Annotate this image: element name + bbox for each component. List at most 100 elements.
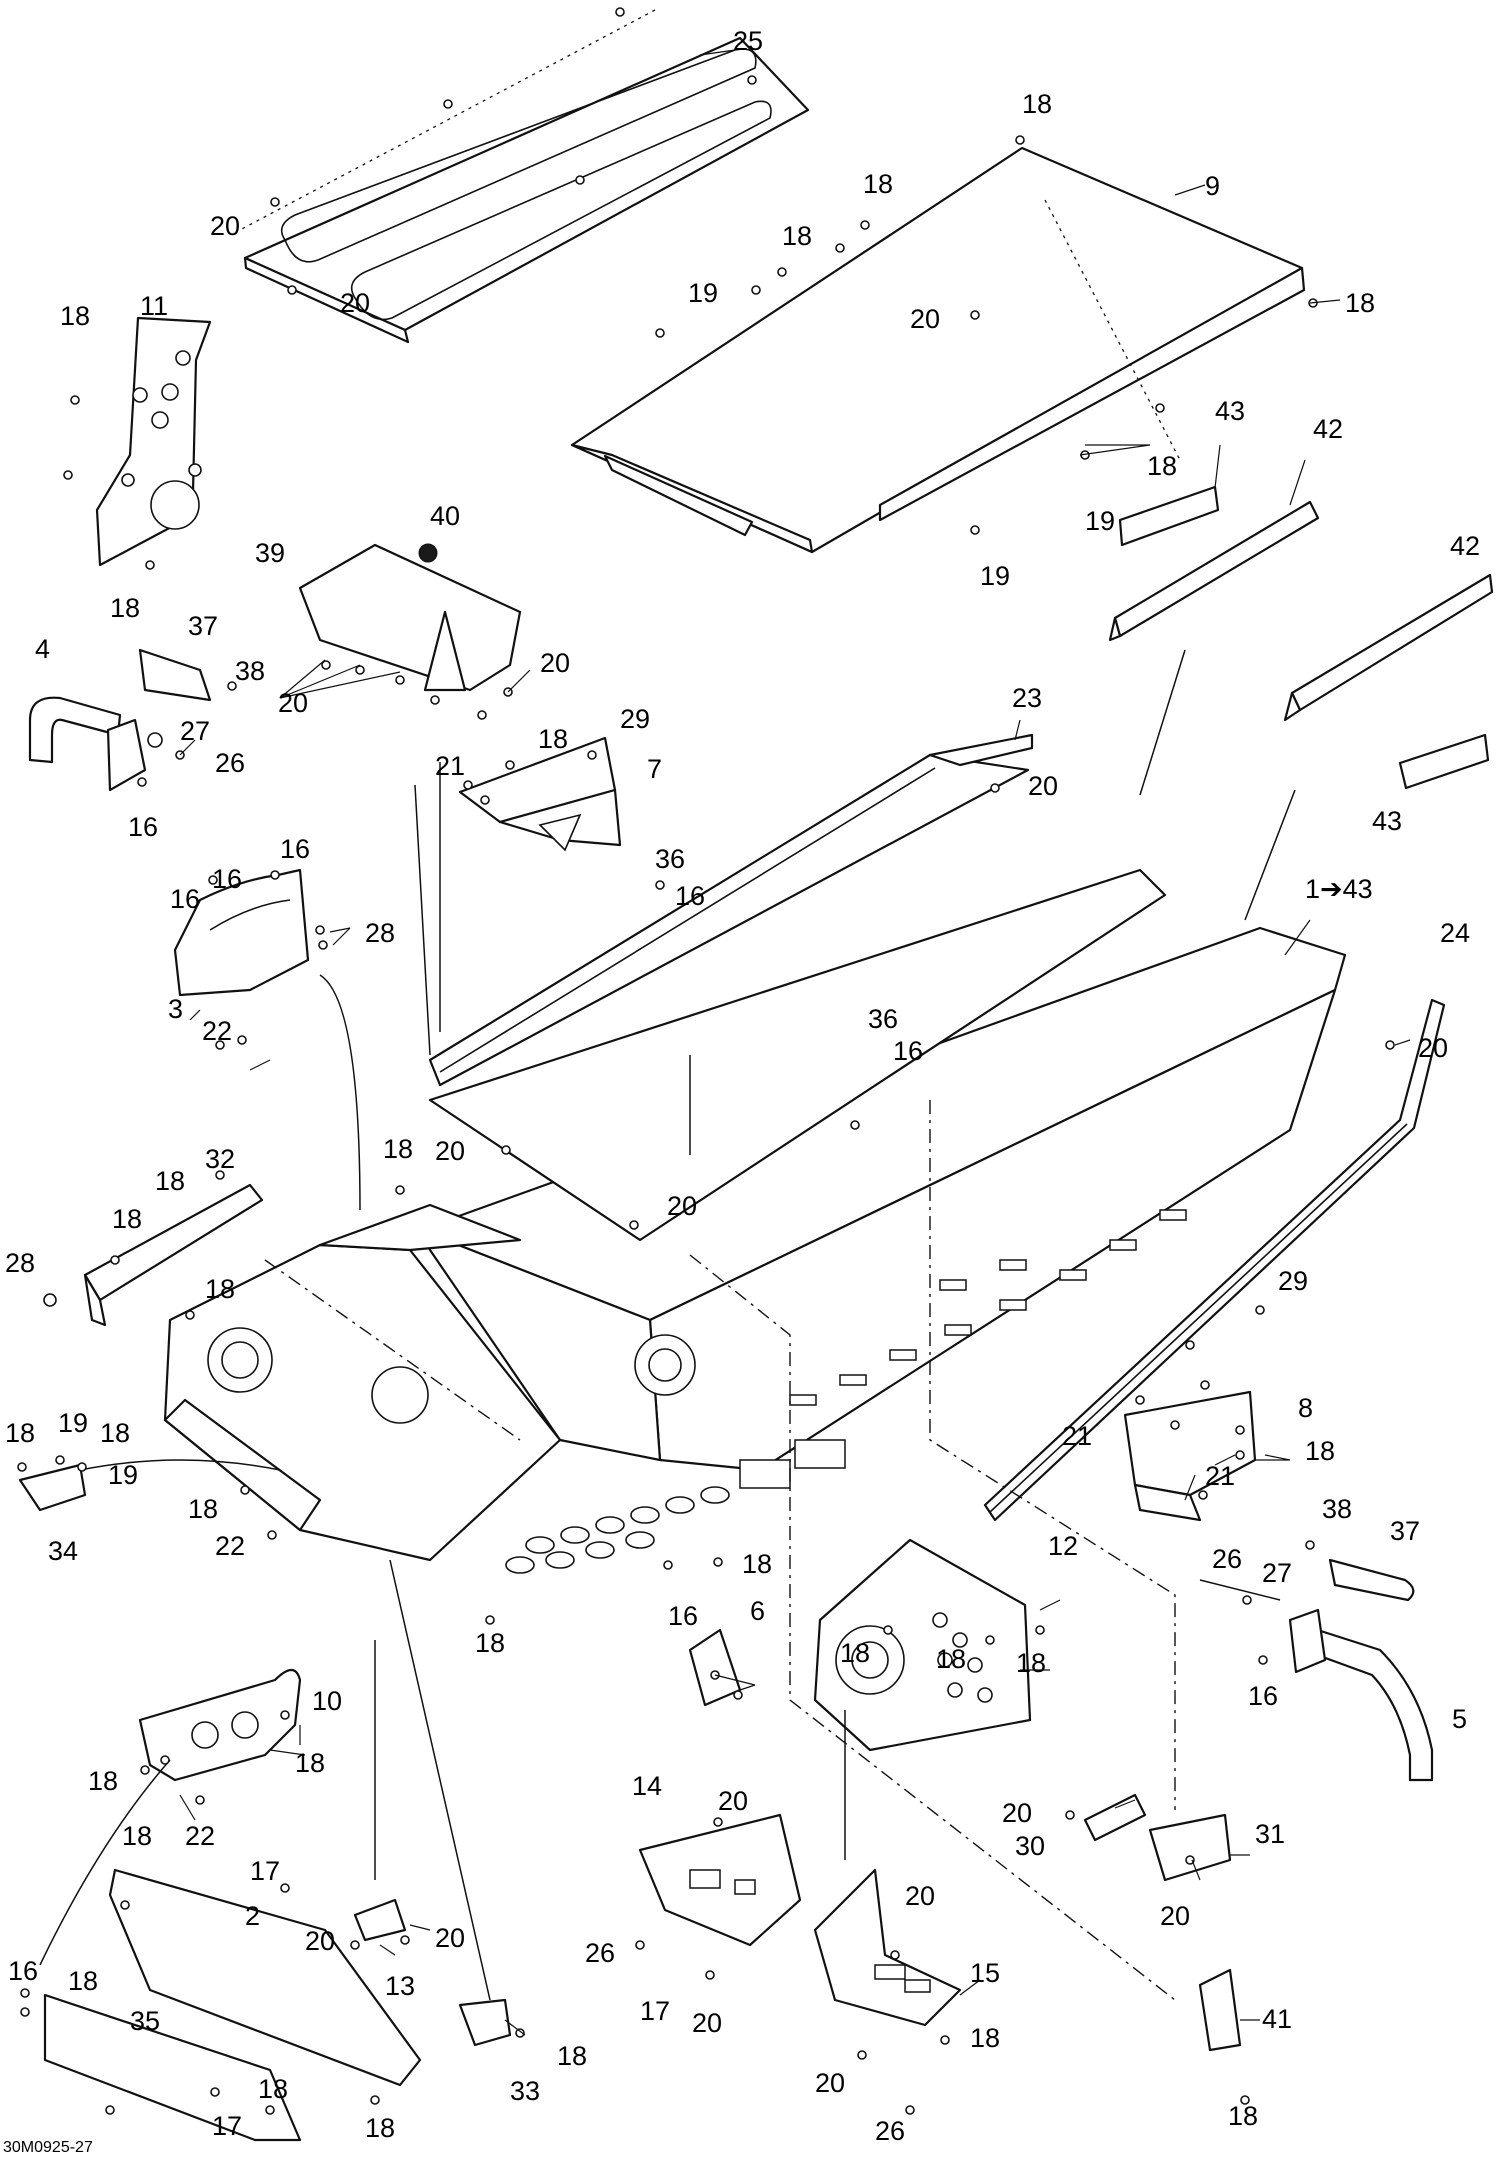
callout-labels: 25 20 20 18 9 18 18 19 20 18 11 18 18 43…: [5, 26, 1480, 2146]
callout-19: 19: [108, 1460, 138, 1490]
callout-18: 18: [475, 1628, 505, 1658]
part-30-bracket: [1083, 1793, 1147, 1842]
part-31-bracket: [1148, 1813, 1232, 1882]
callout-33: 33: [510, 2076, 540, 2106]
part-39-bracket: [298, 543, 522, 692]
callout-24: 24: [1440, 918, 1470, 948]
callout-18: 18: [365, 2113, 395, 2143]
callout-42: 42: [1313, 414, 1343, 444]
callout-18: 18: [5, 1418, 35, 1448]
callout-22: 22: [202, 1016, 232, 1046]
callout-12: 12: [1048, 1531, 1078, 1561]
callout-18: 18: [557, 2041, 587, 2071]
callout-25: 25: [733, 26, 763, 56]
callout-18: 18: [782, 221, 812, 251]
part-10-bracket: [138, 1668, 302, 1782]
callout-20: 20: [210, 211, 240, 241]
fasteners: [17, 7, 1395, 2115]
callout-40: 40: [430, 501, 460, 531]
callout-20: 20: [305, 1926, 335, 1956]
callout-18: 18: [205, 1274, 235, 1304]
callout-37: 37: [188, 611, 218, 641]
part-4-loop-handle: [28, 648, 212, 792]
callout-20: 20: [1002, 1798, 1032, 1828]
callout-11: 11: [140, 291, 168, 321]
callout-20: 20: [278, 688, 308, 718]
callout-6: 6: [750, 1596, 765, 1626]
callout-18: 18: [1022, 89, 1052, 119]
callout-17: 17: [212, 2111, 242, 2141]
part-35-plate: [43, 1993, 302, 2142]
callout-27: 27: [1262, 1558, 1292, 1588]
callout-14: 14: [632, 1771, 662, 1801]
callout-18: 18: [1305, 1436, 1335, 1466]
callout-18: 18: [100, 1418, 130, 1448]
callout-19: 19: [1085, 506, 1115, 536]
callout-19: 19: [688, 278, 718, 308]
part-5-loop-handle: [1288, 1558, 1434, 1782]
callout-26: 26: [215, 748, 245, 778]
callout-20: 20: [340, 288, 370, 318]
callout-21: 21: [1205, 1461, 1235, 1491]
callout-20: 20: [435, 1923, 465, 1953]
part-11-side-plate: [95, 316, 212, 567]
callout-18: 18: [863, 169, 893, 199]
callout-20: 20: [435, 1136, 465, 1166]
callout-18: 18: [60, 301, 90, 331]
callout-19: 19: [980, 561, 1010, 591]
callout-1-to-43: 1➔43: [1305, 874, 1373, 904]
part-6-bracket: [688, 1628, 742, 1707]
callout-20: 20: [1028, 771, 1058, 801]
callout-15: 15: [970, 1958, 1000, 1988]
callout-18: 18: [258, 2074, 288, 2104]
callout-9: 9: [1205, 171, 1220, 201]
callout-18: 18: [1228, 2101, 1258, 2131]
part-25-panel: [243, 36, 810, 344]
callout-36: 36: [655, 844, 685, 874]
callout-18: 18: [112, 1204, 142, 1234]
callout-26: 26: [875, 2116, 905, 2146]
callout-16: 16: [212, 864, 242, 894]
part-8-bracket: [1123, 1390, 1257, 1522]
part-24-slide-rail: [983, 998, 1446, 1522]
callout-8: 8: [1298, 1393, 1313, 1423]
callout-23: 23: [1012, 683, 1042, 713]
callout-39: 39: [255, 538, 285, 568]
callout-18: 18: [68, 1966, 98, 1996]
callout-16: 16: [675, 881, 705, 911]
callout-43: 43: [1215, 396, 1245, 426]
callout-4: 4: [35, 634, 50, 664]
callout-18: 18: [155, 1166, 185, 1196]
part-34-bracket: [18, 1463, 87, 1512]
callout-37: 37: [1390, 1516, 1420, 1546]
callout-20: 20: [1418, 1033, 1448, 1063]
callout-22: 22: [185, 1821, 215, 1851]
callout-26: 26: [1212, 1544, 1242, 1574]
callout-27: 27: [180, 716, 210, 746]
callout-16: 16: [893, 1036, 923, 1066]
callout-34: 34: [48, 1536, 78, 1566]
callout-35: 35: [130, 2006, 160, 2036]
callout-18: 18: [88, 1766, 118, 1796]
part-32-bracket: [83, 1183, 264, 1327]
callout-18: 18: [742, 1549, 772, 1579]
assembly-guides: [39, 9, 1296, 2001]
callout-36: 36: [868, 1004, 898, 1034]
callout-18: 18: [538, 724, 568, 754]
callout-20: 20: [815, 2068, 845, 2098]
callout-26: 26: [585, 1938, 615, 1968]
tunnel-slots: [739, 1209, 1187, 1489]
callout-21: 21: [435, 751, 465, 781]
callout-18: 18: [936, 1644, 966, 1674]
callout-20: 20: [692, 2008, 722, 2038]
callout-13: 13: [385, 1971, 415, 2001]
callout-20: 20: [718, 1786, 748, 1816]
callout-16: 16: [8, 1956, 38, 1986]
callout-18: 18: [840, 1638, 870, 1668]
callout-17: 17: [250, 1856, 280, 1886]
part-13-bracket: [353, 1898, 407, 1942]
callout-19: 19: [58, 1408, 88, 1438]
callout-18: 18: [970, 2023, 1000, 2053]
part-9-deck-panel: [570, 146, 1306, 554]
callout-31: 31: [1255, 1819, 1285, 1849]
